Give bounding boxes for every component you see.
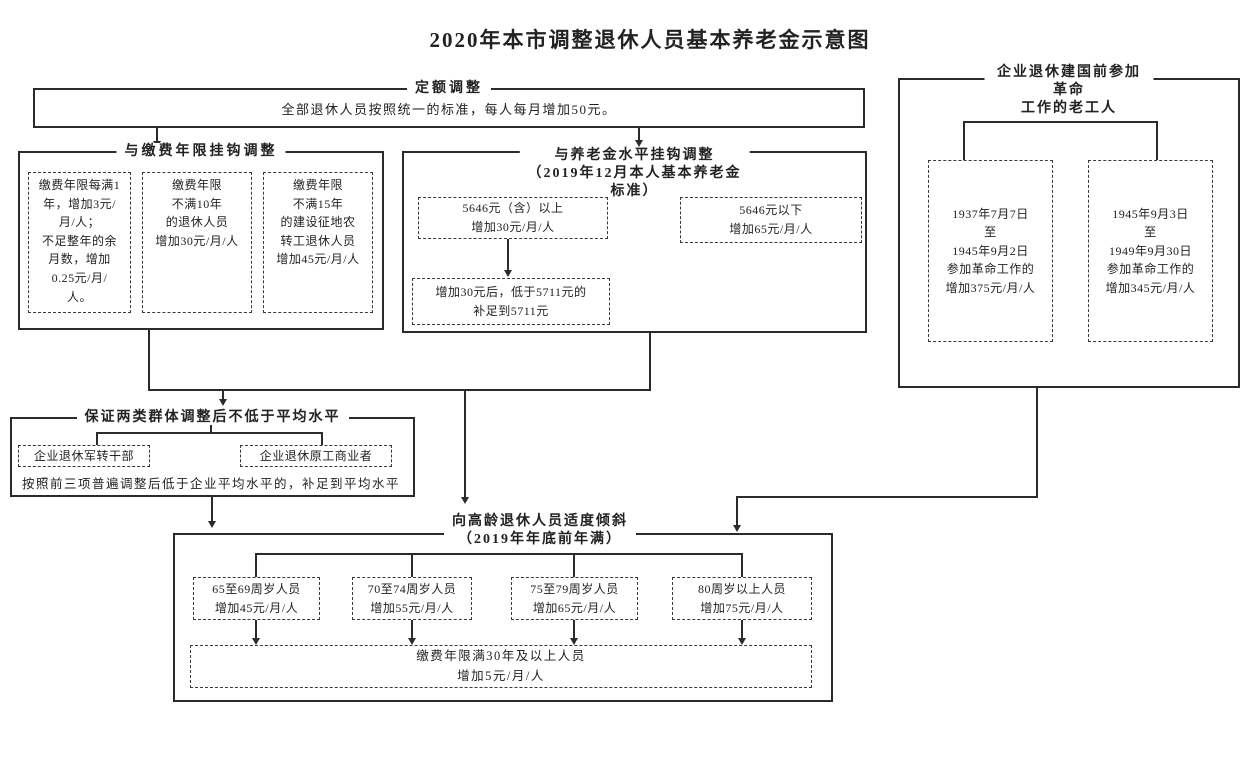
section-guarantee-average: 保证两类群体调整后不低于平均水平	[10, 409, 415, 497]
age-group-65-69-box: 65至69周岁人员 增加45元/月/人	[193, 577, 320, 620]
arrowhead-veteran-to-elderly	[733, 525, 741, 532]
guarantee-bracket-horizontal	[96, 432, 323, 434]
connector-age2-down	[411, 620, 413, 639]
connector-age1-down	[255, 620, 257, 639]
connector-above-to-topup	[507, 239, 509, 271]
age-group-80plus-box: 80周岁以上人员 增加75元/月/人	[672, 577, 812, 620]
arrowhead-junction-to-guarantee	[219, 399, 227, 406]
connector-veteran-down	[1036, 388, 1038, 498]
fixed-adjustment-legend: 定额调整	[407, 80, 491, 99]
veteran-bracket-left	[963, 121, 965, 160]
guarantee-average-legend: 保证两类群体调整后不低于平均水平	[76, 409, 349, 428]
connector-age4-down	[741, 620, 743, 639]
age-group-70-74-box: 70至74周岁人员 增加55元/月/人	[352, 577, 472, 620]
veteran-period1-box: 1937年7月7日 至 1945年9月2日 参加革命工作的 增加375元/月/人	[928, 160, 1053, 342]
years-item-under15-box: 缴费年限 不满15年 的建设征地农 转工退休人员 增加45元/月/人	[263, 172, 373, 313]
connector-veteran-to-elderly	[736, 496, 738, 526]
guarantee-group2-box: 企业退休原工商业者	[240, 445, 392, 467]
connector-fixed-to-pension	[638, 128, 640, 141]
years-item-per-year-box: 缴费年限每满1 年，增加3元/ 月/人； 不足整年的余 月数，增加 0.25元/…	[28, 172, 131, 313]
section-fixed-adjustment: 定额调整 全部退休人员按照统一的标准，每人每月增加50元。	[33, 80, 865, 128]
fixed-adjustment-text: 全部退休人员按照统一的标准，每人每月增加50元。	[281, 102, 617, 117]
connector-veteran-horizontal	[736, 496, 1038, 498]
section-pension-linked: 与养老金水平挂钩调整 （2019年12月本人基本养老金标准）	[402, 147, 867, 333]
elderly-tilt-legend: 向高龄退休人员适度倾斜 （2019年年底前年满）	[444, 513, 636, 550]
page-title: 2020年本市调整退休人员基本养老金示意图	[429, 28, 871, 52]
age-group-75-79-box: 75至79周岁人员 增加65元/月/人	[511, 577, 638, 620]
connector-junction-to-elderly	[464, 391, 466, 498]
veteran-period2-box: 1945年9月3日 至 1949年9月30日 参加革命工作的 增加345元/月/…	[1088, 160, 1213, 342]
arrowhead-age1-down	[252, 638, 260, 645]
years-item-under10-box: 缴费年限 不满10年 的退休人员 增加30元/月/人	[142, 172, 252, 313]
connector-age3-down	[573, 620, 575, 639]
guarantee-bracket-stem	[210, 425, 212, 433]
arrowhead-guarantee-to-elderly	[208, 521, 216, 528]
connector-junction-to-guarantee	[222, 391, 224, 400]
guarantee-group1-box: 企业退休军转干部	[18, 445, 150, 467]
elderly-bracket-v2	[411, 553, 413, 577]
arrowhead-above-to-topup	[504, 270, 512, 277]
pension-below-box: 5646元以下 增加65元/月/人	[680, 197, 862, 243]
veteran-bracket-right	[1156, 121, 1158, 160]
pension-linked-legend: 与养老金水平挂钩调整 （2019年12月本人基本养老金标准）	[519, 147, 750, 202]
guarantee-bracket-left	[96, 432, 98, 445]
junction-horizontal	[148, 389, 651, 391]
arrowhead-fixed-to-pension	[635, 140, 643, 147]
elderly-bracket-v3	[573, 553, 575, 577]
connector-pension-down	[649, 333, 651, 391]
guarantee-bracket-right	[321, 432, 323, 445]
pension-topup-box: 增加30元后，低于5711元的 补足到5711元	[412, 278, 610, 325]
guarantee-note: 按照前三项普遍调整后低于企业平均水平的，补足到平均水平	[22, 477, 401, 491]
elderly-bracket-v4	[741, 553, 743, 577]
veteran-bracket-horizontal	[963, 121, 1158, 123]
arrowhead-age3-down	[570, 638, 578, 645]
connector-guarantee-to-elderly	[211, 497, 213, 522]
arrowhead-age4-down	[738, 638, 746, 645]
long-service-box: 缴费年限满30年及以上人员 增加5元/月/人	[190, 645, 812, 688]
connector-years-down	[148, 330, 150, 391]
elderly-bracket-horizontal	[255, 553, 743, 555]
pension-above-box: 5646元（含）以上 增加30元/月/人	[418, 197, 608, 239]
arrowhead-junction-to-elderly	[461, 497, 469, 504]
elderly-bracket-v1	[255, 553, 257, 577]
years-linked-legend: 与缴费年限挂钩调整	[116, 143, 286, 162]
veteran-workers-legend: 企业退休建国前参加革命 工作的老工人	[984, 64, 1154, 119]
connector-fixed-to-years	[156, 128, 158, 142]
arrowhead-age2-down	[408, 638, 416, 645]
